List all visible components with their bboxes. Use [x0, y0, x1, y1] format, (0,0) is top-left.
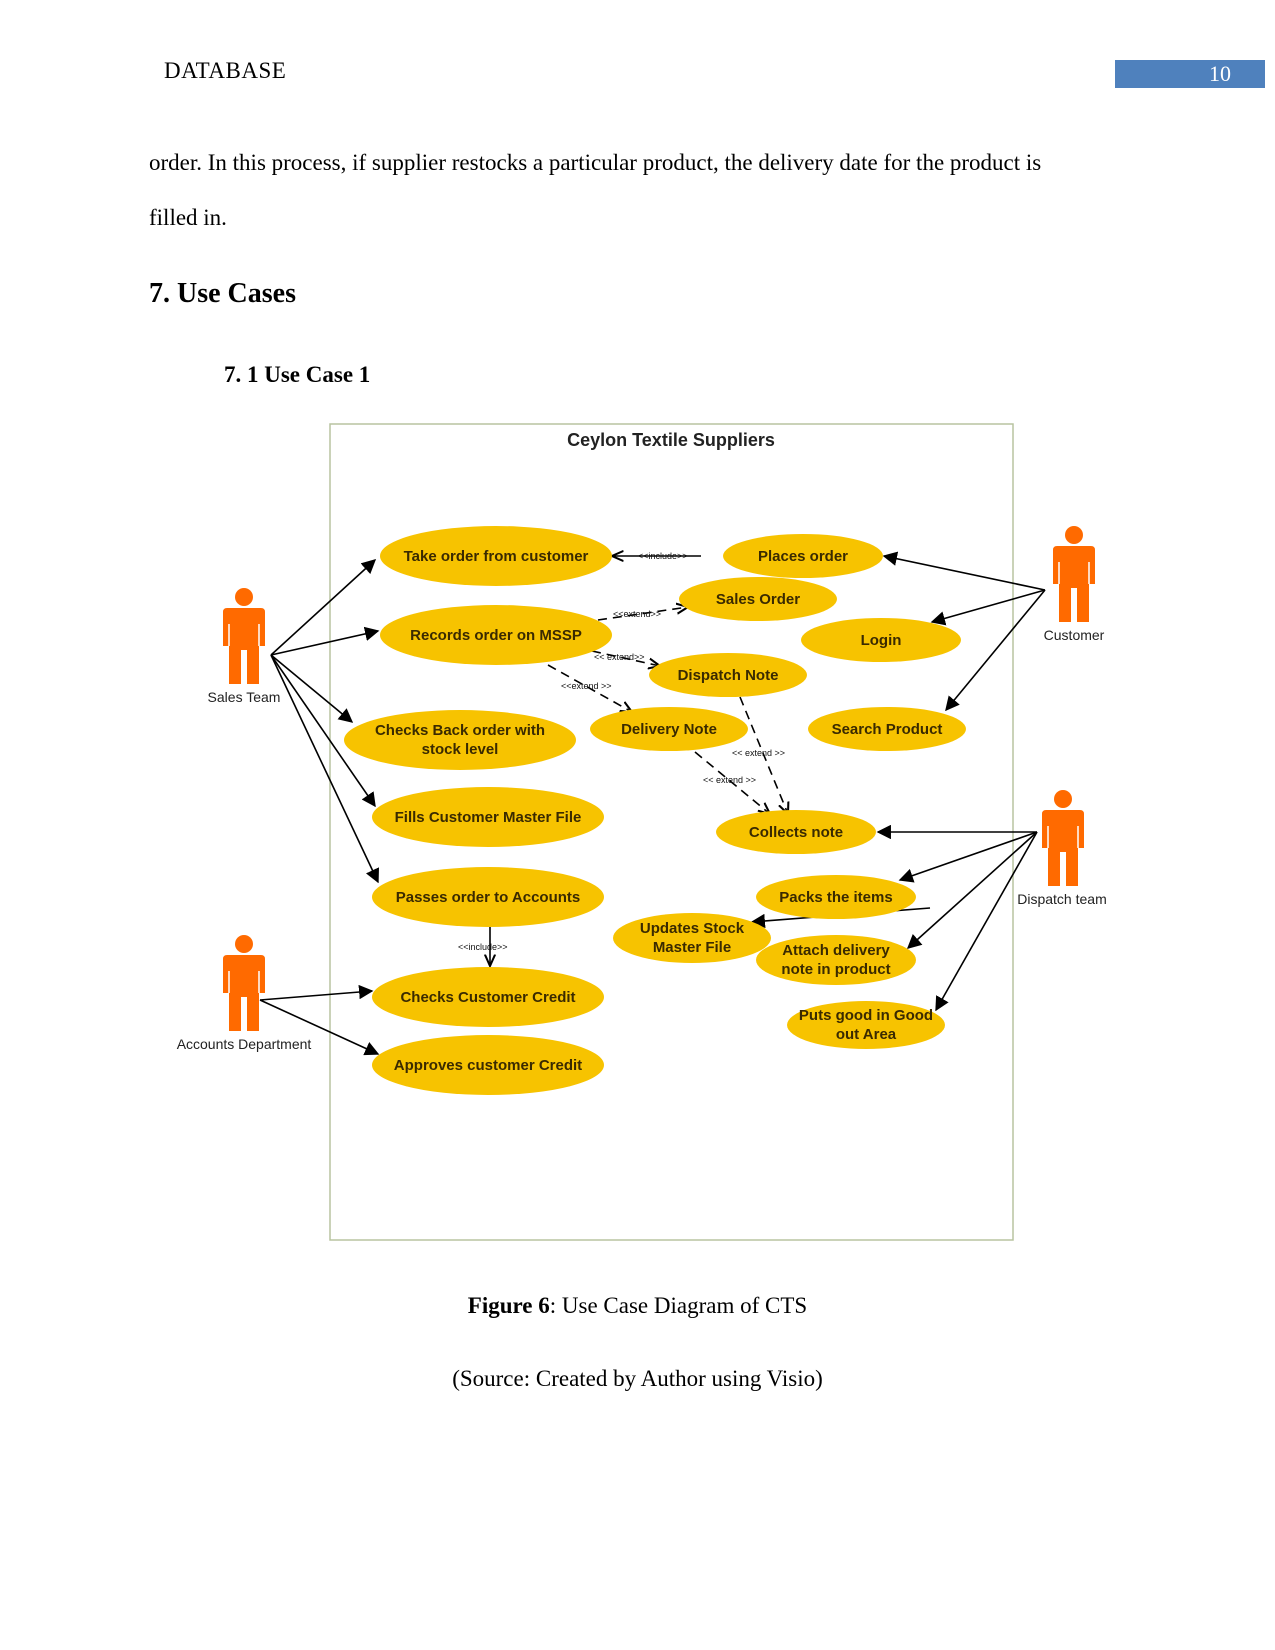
system-title: Ceylon Textile Suppliers — [567, 430, 775, 450]
actor-accounts-department: Accounts Department — [177, 935, 312, 1052]
page-number: 10 — [1209, 61, 1231, 86]
use-case-sales-order: Sales Order — [679, 577, 837, 621]
use-case-label: Fills Customer Master File — [395, 809, 582, 826]
use-case-label: Updates Stock — [640, 920, 745, 937]
extend-label: << extend>> — [594, 652, 645, 662]
use-case-label: Take order from customer — [404, 548, 589, 565]
actor-label: Accounts Department — [177, 1036, 312, 1052]
use-case-label: Puts good in Good — [799, 1007, 933, 1024]
use-case-search-product: Search Product — [808, 707, 966, 751]
page-number-badge: 10 — [1115, 60, 1265, 88]
dependencies — [547, 607, 788, 814]
use-case-checks-customer-credit: Checks Customer Credit — [372, 967, 604, 1027]
actor-dispatch-team: Dispatch team — [1017, 790, 1107, 907]
use-case-approves-credit: Approves customer Credit — [372, 1035, 604, 1095]
use-cases: Take order from customer Places order Sa… — [344, 526, 966, 1095]
use-case-attach-delivery-note: Attach delivery note in product — [756, 935, 916, 985]
use-case-label: Delivery Note — [621, 721, 717, 738]
use-case-label: Master File — [653, 939, 731, 956]
extend-label: <<extend>> — [613, 609, 661, 619]
use-case-dispatch-note: Dispatch Note — [649, 653, 807, 697]
use-case-label: Collects note — [749, 824, 843, 841]
actor-label: Sales Team — [208, 689, 281, 705]
figure-label: Figure 6 — [467, 1293, 550, 1318]
use-case-label: stock level — [422, 741, 499, 758]
figure-source: (Source: Created by Author using Visio) — [452, 1366, 823, 1391]
use-case-checks-back-order: Checks Back order with stock level — [344, 710, 576, 770]
use-case-take-order: Take order from customer — [380, 526, 612, 586]
include-label: <<include>> — [638, 551, 688, 561]
actor-customer: Customer — [1044, 526, 1105, 643]
actor-label: Dispatch team — [1017, 891, 1106, 907]
use-case-label: Checks Customer Credit — [400, 989, 575, 1006]
use-case-label: Places order — [758, 548, 848, 565]
use-case-label: Sales Order — [716, 591, 800, 608]
use-case-label: Records order on MSSP — [410, 627, 582, 644]
use-case-passes-order: Passes order to Accounts — [372, 867, 604, 927]
use-case-label: Passes order to Accounts — [396, 889, 581, 906]
use-case-updates-stock: Updates Stock Master File — [613, 913, 771, 963]
figure-caption: Figure 6: Use Case Diagram of CTS — [0, 1293, 1275, 1319]
use-case-delivery-note: Delivery Note — [590, 707, 748, 751]
paragraph-line: filled in. — [149, 205, 227, 230]
use-case-label: note in product — [781, 961, 890, 978]
include-label: <<include>> — [458, 942, 508, 952]
extend-label: <<extend >> — [561, 681, 612, 691]
use-case-packs-items: Packs the items — [756, 875, 916, 919]
actor-label: Customer — [1044, 627, 1105, 643]
stereotype-labels: <<include>> <<extend>> << extend>> <<ext… — [458, 551, 785, 952]
figure-caption-text: : Use Case Diagram of CTS — [549, 1293, 808, 1318]
use-case-label: Approves customer Credit — [394, 1057, 582, 1074]
use-case-label: out Area — [836, 1026, 897, 1043]
actor-icon — [1052, 526, 1096, 622]
use-case-label: Search Product — [832, 721, 943, 738]
actor-sales-team: Sales Team — [208, 588, 281, 705]
use-case-label: Packs the items — [779, 889, 892, 906]
extend-label: << extend >> — [703, 775, 756, 785]
actor-icon — [222, 588, 266, 684]
use-case-login: Login — [801, 618, 961, 662]
use-case-places-order: Places order — [723, 534, 883, 578]
subsection-heading: 7. 1 Use Case 1 — [224, 362, 371, 387]
use-case-label: Checks Back order with — [375, 722, 545, 739]
paragraph-line: order. In this process, if supplier rest… — [149, 150, 1042, 175]
actor-icon — [222, 935, 266, 1031]
use-case-label: Login — [861, 632, 902, 649]
use-case-label: Dispatch Note — [678, 667, 779, 684]
use-case-puts-good: Puts good in Good out Area — [787, 1001, 945, 1049]
section-heading: 7. Use Cases — [149, 278, 296, 309]
use-case-fills-master-file: Fills Customer Master File — [372, 787, 604, 847]
actor-icon — [1041, 790, 1085, 886]
use-case-label: Attach delivery — [782, 942, 890, 959]
running-header: DATABASE — [164, 58, 287, 83]
use-case-collects-note: Collects note — [716, 810, 876, 854]
extend-label: << extend >> — [732, 748, 785, 758]
use-case-records-order: Records order on MSSP — [380, 605, 612, 665]
